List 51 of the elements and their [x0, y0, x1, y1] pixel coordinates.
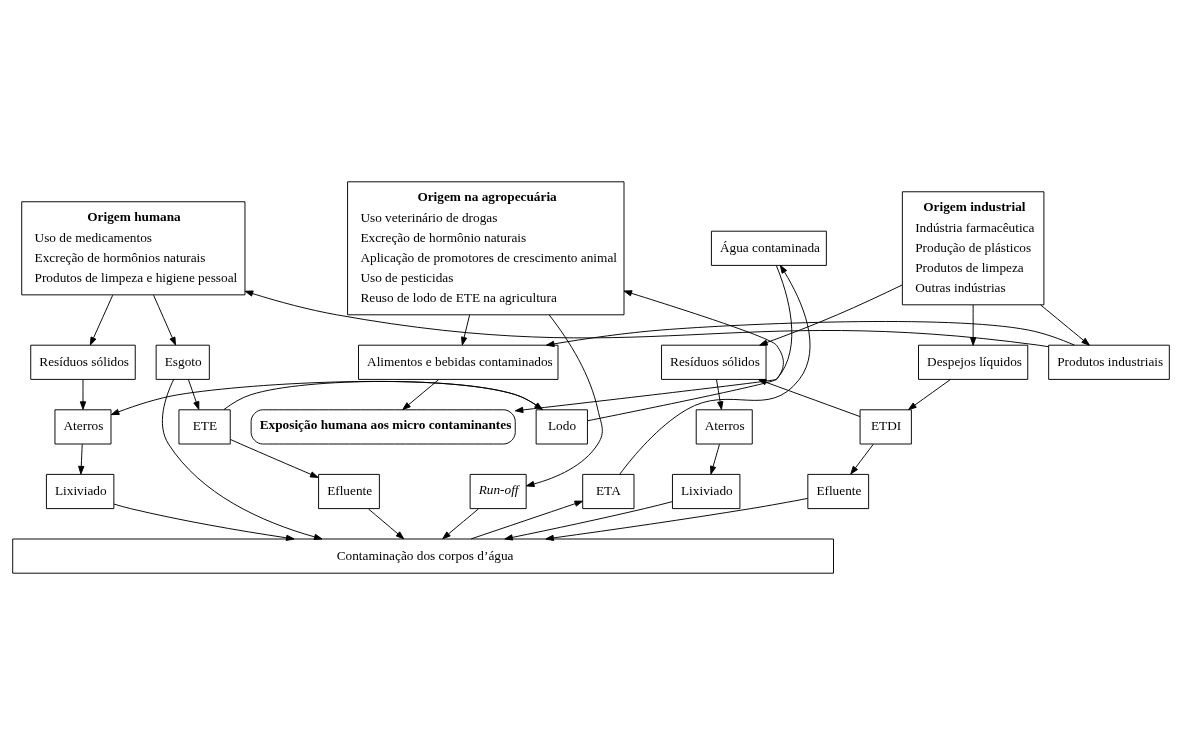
node-box: Origem na agropecuária Uso veterinário de drogas Excreção de hormônio naturais Aplicação de promotores de crescimento animal Uso de pesticidas Reuso de lodo de ETE na agricultura: [347, 180, 625, 315]
node-box: ETDI: [859, 408, 912, 444]
arrow: [78, 443, 85, 474]
arrow: [442, 507, 479, 539]
node-box: ETA: [582, 473, 635, 509]
arrow: [504, 500, 673, 540]
node-box: Origem industrial Indústria farmacêutica Produção de plásticos Produtos de limpeza Outras indústrias: [901, 190, 1045, 305]
arrow: [113, 503, 295, 541]
node-box: Esgoto: [155, 344, 210, 380]
arrow: [716, 378, 724, 410]
arrow: [587, 289, 784, 421]
arrow: [545, 497, 809, 541]
arrow: [188, 378, 200, 410]
node-box: Aterros: [695, 408, 753, 444]
arrow: [758, 378, 861, 417]
arrow: [759, 284, 903, 346]
arrow: [161, 378, 323, 540]
node-box: Efluente: [807, 473, 870, 509]
node-box: Resíduos sólidos: [661, 344, 767, 380]
arrow: [908, 378, 951, 410]
arrow: [153, 294, 176, 345]
arrow: [970, 304, 977, 346]
arrow: [710, 443, 720, 474]
node-box: Contaminação dos corpos d’água: [12, 538, 834, 574]
node-box: Efluente: [318, 473, 380, 509]
arrow: [89, 294, 114, 345]
arrow: [244, 290, 1049, 347]
arrow: [619, 264, 811, 475]
arrow: [470, 500, 584, 539]
node-box: Lixiviado: [672, 473, 741, 509]
node-box: Aterros: [54, 408, 112, 444]
node-box: Run-off: [469, 473, 527, 509]
node-box: Água contaminada: [710, 230, 827, 266]
node-box: Produtos industriais: [1048, 344, 1170, 380]
arrow: [525, 313, 603, 487]
arrow: [367, 507, 405, 539]
arrow: [545, 320, 1075, 347]
arrow: [79, 378, 87, 410]
arrow: [402, 378, 439, 410]
node-box: Alimentos e bebidas contaminados: [358, 344, 559, 380]
node-box: Despejos líquidos: [918, 344, 1029, 380]
arrow: [1040, 304, 1090, 346]
arrow: [461, 314, 471, 345]
node-box: Exposição humana aos micro contaminantes: [250, 408, 516, 444]
arrow: [850, 443, 874, 474]
arrow: [230, 438, 319, 478]
node-box: Lixiviado: [45, 473, 115, 509]
node-box: ETE: [178, 408, 231, 444]
node-box: Origem humana Uso de medicamentos Excreção de hormônios naturais Produtos de limpeza e higiene pessoal: [21, 200, 246, 295]
node-box: Resíduos sólidos: [30, 344, 136, 380]
node-box: Lodo: [535, 408, 588, 444]
